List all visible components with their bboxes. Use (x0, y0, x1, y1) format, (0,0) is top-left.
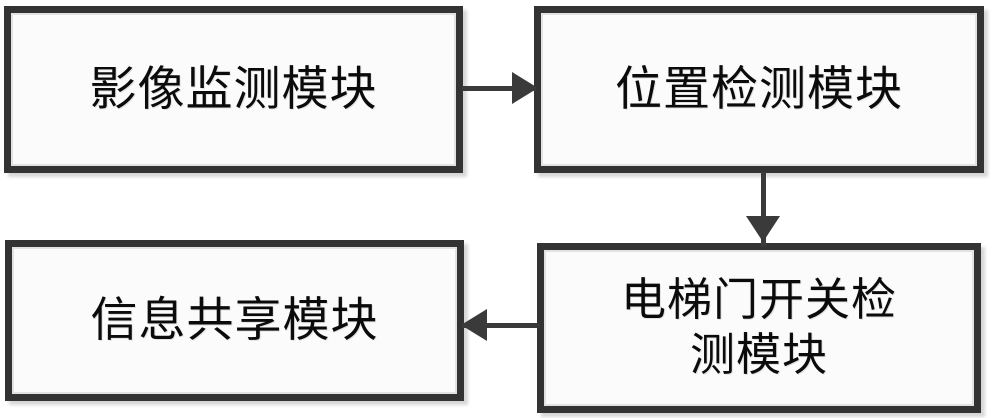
arrow-left-icon (461, 309, 487, 341)
node-position-detection-label: 位置检测模块 (615, 61, 903, 117)
connector-line (462, 323, 540, 328)
node-info-sharing[interactable]: 信息共享模块 (5, 240, 464, 401)
node-door-switch[interactable]: 电梯门开关检 测模块 (537, 243, 981, 413)
connector-line (462, 86, 536, 91)
node-position-detection[interactable]: 位置检测模块 (534, 6, 984, 173)
arrow-right-icon (512, 72, 538, 104)
node-info-sharing-label: 信息共享模块 (90, 292, 379, 348)
node-image-monitoring[interactable]: 影像监测模块 (4, 6, 463, 173)
node-door-switch-label: 电梯门开关检 测模块 (620, 273, 897, 381)
connector-line (761, 172, 766, 246)
arrow-down-icon (746, 216, 780, 242)
node-image-monitoring-label: 影像监测模块 (89, 61, 378, 117)
